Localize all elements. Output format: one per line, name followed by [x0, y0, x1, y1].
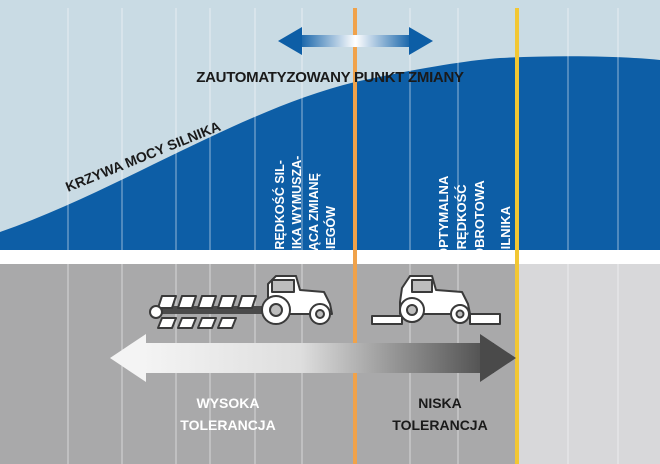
- automated-shift-point-title: ZAUTOMATYZOWANY PUNKT ZMIANY: [196, 69, 464, 86]
- gear-change-speed-label-line-4: BIEGÓW: [323, 206, 338, 258]
- tractor-with-plough-icon: [149, 275, 333, 329]
- optimal-engine-speed-label-line-2: PRĘDKOŚĆ: [454, 184, 469, 258]
- low-tolerance-label: NISKA TOLERANCJA: [392, 395, 487, 433]
- double-headed-arrow-icon: [278, 27, 433, 55]
- optimal-engine-speed-label: OPTYMALNA PRĘDKOŚĆ OBROTOWA SILNIKA: [436, 175, 513, 258]
- gear-change-speed-label: PRĘDKOŚĆ SIL- NIKA WYMUSZA- JĄCA ZMIANĘ …: [272, 156, 338, 258]
- optimal-engine-speed-label-line-3: OBROTOWA: [472, 180, 487, 258]
- low-tolerance-label-line-1: NISKA: [418, 395, 462, 411]
- optimal-engine-speed-label-line-4: SILNIKA: [498, 205, 513, 258]
- high-tolerance-label-line-2: TOLERANCJA: [180, 417, 275, 433]
- high-tolerance-label: WYSOKA TOLERANCJA: [180, 395, 275, 433]
- optimal-engine-speed-label-line-1: OPTYMALNA: [436, 175, 451, 258]
- optimal-engine-speed-line: [515, 8, 519, 464]
- grid-lines: [67, 8, 619, 464]
- tractor-with-mower-icon: [371, 275, 501, 325]
- gear-change-speed-label-line-3: JĄCA ZMIANĘ: [307, 173, 321, 258]
- gradient-double-arrow-icon: [110, 334, 516, 382]
- gear-change-speed-label-line-1: PRĘDKOŚĆ SIL-: [272, 160, 287, 258]
- gear-change-speed-line: [353, 8, 357, 464]
- low-tolerance-label-line-2: TOLERANCJA: [392, 417, 487, 433]
- high-tolerance-label-line-1: WYSOKA: [197, 395, 260, 411]
- bottom-panel-right-background: [516, 264, 660, 464]
- engine-power-curve: [0, 56, 660, 250]
- gear-change-speed-label-line-2: NIKA WYMUSZA-: [290, 156, 304, 258]
- panel-separator: [0, 250, 660, 264]
